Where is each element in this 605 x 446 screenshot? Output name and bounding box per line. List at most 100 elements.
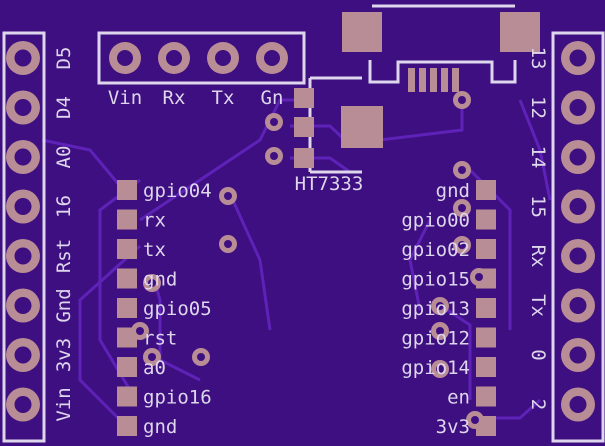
via-10-drill [475,273,483,281]
module-left-label-1: gpio04 [143,180,212,202]
usb-data-pad-2 [419,68,426,92]
top-header-label-3: Tx [212,87,235,109]
usb-data-pad-5 [452,68,459,92]
module-right-label-7: gpio14 [401,357,470,379]
module-left-label-5: gpio05 [143,298,212,320]
module-right-pad-3 [476,239,496,259]
module-right-pad-5 [476,298,496,318]
left-header-label-1: D5 [53,47,75,70]
via-6-drill [197,353,205,361]
module-left-pad-5 [117,298,137,318]
module-right-pad-8 [476,386,496,407]
module-left-pad-2 [117,209,137,230]
right-header-pin-5-drill [569,247,587,265]
via-1-drill [224,192,232,200]
via-11-drill [436,302,444,310]
usb-outline [368,60,517,84]
module-left-label-9: gnd [143,416,177,438]
module-left-label-4: gnd [143,269,177,291]
module-right-label-5: gpio13 [401,298,470,320]
module-right-pad-2 [476,209,496,230]
via-15-drill [458,96,466,104]
left-header-label-8: Vin [53,387,75,421]
via-9-drill [458,241,466,249]
regulator-tab-pad [341,106,383,148]
module-right-label-2: gpio00 [401,210,470,232]
right-header-pin-8-drill [569,396,587,413]
left-header-pin-3-drill [14,148,32,166]
left-header-label-6: Gnd [53,288,75,322]
left-header-pin-6-drill [14,297,32,314]
module-left-pad-9 [117,416,137,436]
module-left-label-2: rx [143,210,166,232]
module-left-label-8: gpio16 [143,387,212,409]
left-header-outline [2,31,46,443]
right-header-label-6: Tx [527,294,549,317]
top-header-pin-3-drill [215,50,231,66]
usb-data-pad-3 [430,68,437,92]
right-header-label-2: 12 [527,96,549,119]
trace-2 [78,244,142,422]
right-header-pin-4-drill [569,198,587,215]
via-8-drill [458,204,466,212]
left-header-pin-5-drill [14,247,32,265]
via-2-drill [224,240,232,248]
via-5-drill [148,353,156,361]
right-header-label-5: Rx [527,245,549,268]
regulator-label: HT7333 [295,173,364,195]
module-right-label-6: gpio12 [401,328,470,350]
via-4-drill [136,327,144,335]
module-left-label-3: tx [143,239,166,261]
top-header-pin-1-drill [117,50,133,66]
right-header-pin-3-drill [569,148,587,166]
via-13-drill [436,365,444,373]
top-header-pin-2-drill [166,50,182,66]
trace-3 [153,282,201,382]
right-header-label-8: 2 [527,399,549,410]
right-header-pin-7-drill [569,346,587,364]
via-7-drill [458,166,466,174]
pad-layer [6,12,595,436]
module-left-pad-4 [117,268,137,289]
usb-data-pad-4 [441,68,448,92]
module-left-pad-7 [117,357,137,377]
left-header-label-5: Rst [53,239,75,273]
usb-shield-pad-right [500,12,540,52]
module-right-pad-1 [476,180,496,200]
trace-9 [439,303,472,400]
usb-data-pad-1 [408,68,415,92]
right-header-outline [551,31,605,443]
right-header-label-1: 13 [527,47,549,70]
module-left-label-7: a0 [143,357,166,379]
usb-shield-pad-left [342,12,382,52]
module-left-label-6: rst [143,328,177,350]
left-header-pin-8-drill [14,396,32,413]
module-right-pad-6 [476,327,496,348]
trace-14 [518,99,552,201]
left-header-pin-7-drill [14,346,32,364]
top-header-label-4: Gn [261,87,284,109]
right-header-pin-2-drill [569,99,587,116]
module-right-label-9: 3v3 [436,416,470,438]
via-3-drill [148,279,156,287]
module-left-pad-3 [117,239,137,259]
module-left-pad-1 [117,180,137,200]
regulator-pad-2 [294,117,314,137]
module-right-label-4: gpio15 [401,269,470,291]
left-header-label-2: D4 [53,96,75,119]
top-header-outline [97,31,306,85]
module-right-label-8: en [447,387,470,409]
left-header-label-4: 16 [53,195,75,218]
right-header-label-7: 0 [527,349,549,360]
left-header-pin-1-drill [14,49,32,67]
right-header-pin-6-drill [569,297,587,314]
regulator-via-2-drill [270,152,278,160]
module-right-label-1: gnd [436,180,470,202]
top-header-label-1: Vin [108,87,142,109]
left-header-label-3: A0 [53,146,75,169]
regulator-pad-1 [294,88,314,108]
regulator-via-1-drill [270,118,278,126]
